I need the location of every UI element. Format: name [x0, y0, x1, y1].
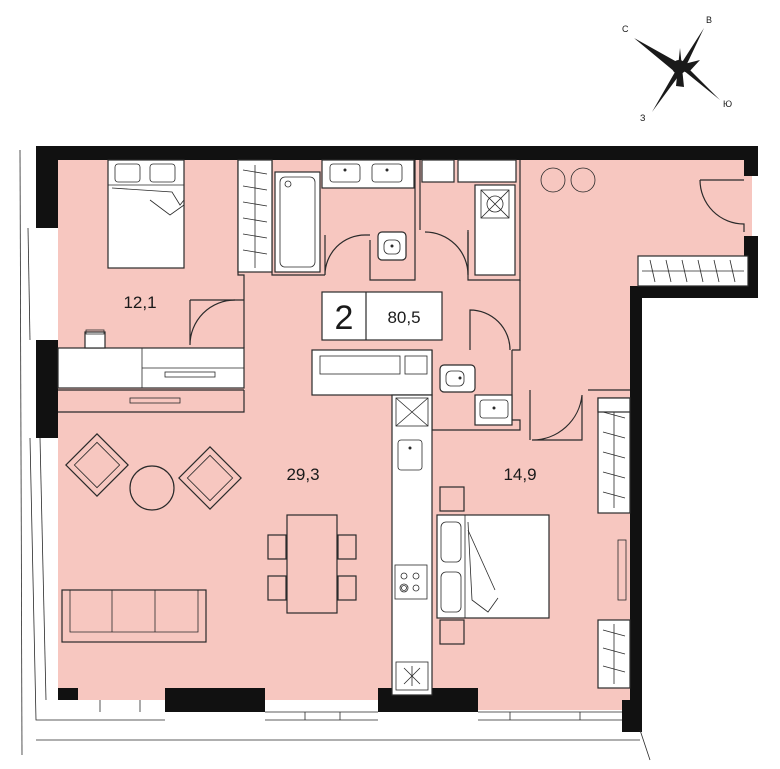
chair [337, 534, 357, 560]
door-entrance [699, 179, 745, 232]
sink-bath [321, 159, 415, 189]
sink-wc [474, 394, 513, 426]
doors [189, 179, 745, 441]
room-area-bedroom-large: 14,9 [503, 465, 536, 484]
compass-center [672, 60, 686, 74]
door-bedroom-small [189, 299, 236, 346]
compass-east: В [706, 15, 712, 25]
apartment-badge: 2 80,5 [321, 291, 443, 341]
armchair-right [178, 446, 242, 510]
compass: С В Ю З [622, 15, 732, 123]
chair [337, 575, 357, 601]
door-wc [424, 231, 469, 276]
boiler [570, 167, 596, 193]
sofa [61, 589, 207, 643]
outer-walls [36, 146, 758, 732]
coffee-table [129, 465, 175, 511]
washing-machine [474, 184, 516, 276]
door-bedroom-large [531, 394, 583, 441]
facade-lines [19, 149, 651, 761]
boiler [540, 167, 566, 193]
toilet-wc [439, 364, 476, 393]
bed-small [107, 159, 185, 269]
fridge [395, 661, 429, 691]
mirror [617, 539, 627, 601]
living-furniture [61, 433, 357, 643]
compass-north: С [622, 24, 629, 34]
kitchen-sink [397, 439, 423, 471]
room-area-living: 29,3 [286, 465, 319, 484]
kitchen-fixtures [311, 349, 433, 696]
armchair-left [65, 433, 129, 497]
wc-fixtures [439, 364, 513, 426]
room-area-bedroom-small: 12,1 [123, 293, 156, 312]
kitchen-shelf [311, 349, 433, 396]
badge-box [321, 291, 443, 341]
dining-table [286, 514, 338, 614]
bed-large [436, 514, 550, 619]
kitchen-counter [391, 394, 433, 696]
bathtub [274, 171, 321, 273]
compass-south: Ю [723, 99, 732, 109]
bedroom-small-furniture [57, 159, 245, 404]
total-area: 80,5 [387, 308, 420, 327]
nightstand [439, 619, 465, 645]
bathroom-fixtures [274, 159, 517, 276]
nightstand [439, 486, 465, 512]
chair [267, 534, 287, 560]
bedroom-large-furniture [436, 397, 631, 689]
door-bathroom [324, 234, 370, 276]
cooktop [394, 564, 428, 600]
wardrobe-small [237, 159, 273, 273]
lamp [84, 331, 106, 349]
rooms-count: 2 [335, 299, 354, 337]
compass-west: З [640, 113, 645, 123]
door-wc-2 [469, 309, 511, 351]
hall-fixtures [540, 167, 749, 287]
chair [267, 575, 287, 601]
